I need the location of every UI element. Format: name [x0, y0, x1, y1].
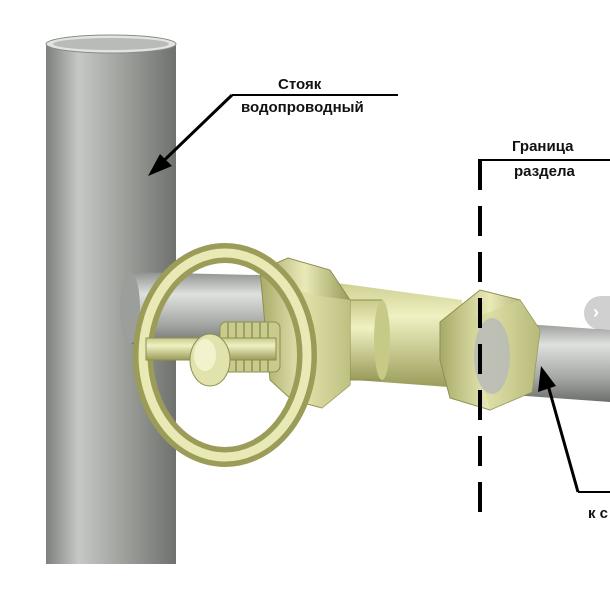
boundary-label-line1: Граница — [512, 138, 574, 155]
union-nut — [439, 289, 541, 411]
riser-leader — [148, 93, 398, 176]
outlet-leader — [538, 366, 610, 493]
next-image-button[interactable]: › — [584, 296, 610, 330]
riser-label-line1: Стояк — [278, 76, 322, 93]
handwheel — [133, 243, 317, 467]
chevron-right-icon: › — [593, 302, 599, 322]
outlet-label-partial: к с — [588, 505, 609, 522]
riser-label-line2: водопроводный — [241, 99, 364, 116]
boundary-label-line2: раздела — [514, 163, 575, 180]
boundary-line — [478, 159, 610, 525]
